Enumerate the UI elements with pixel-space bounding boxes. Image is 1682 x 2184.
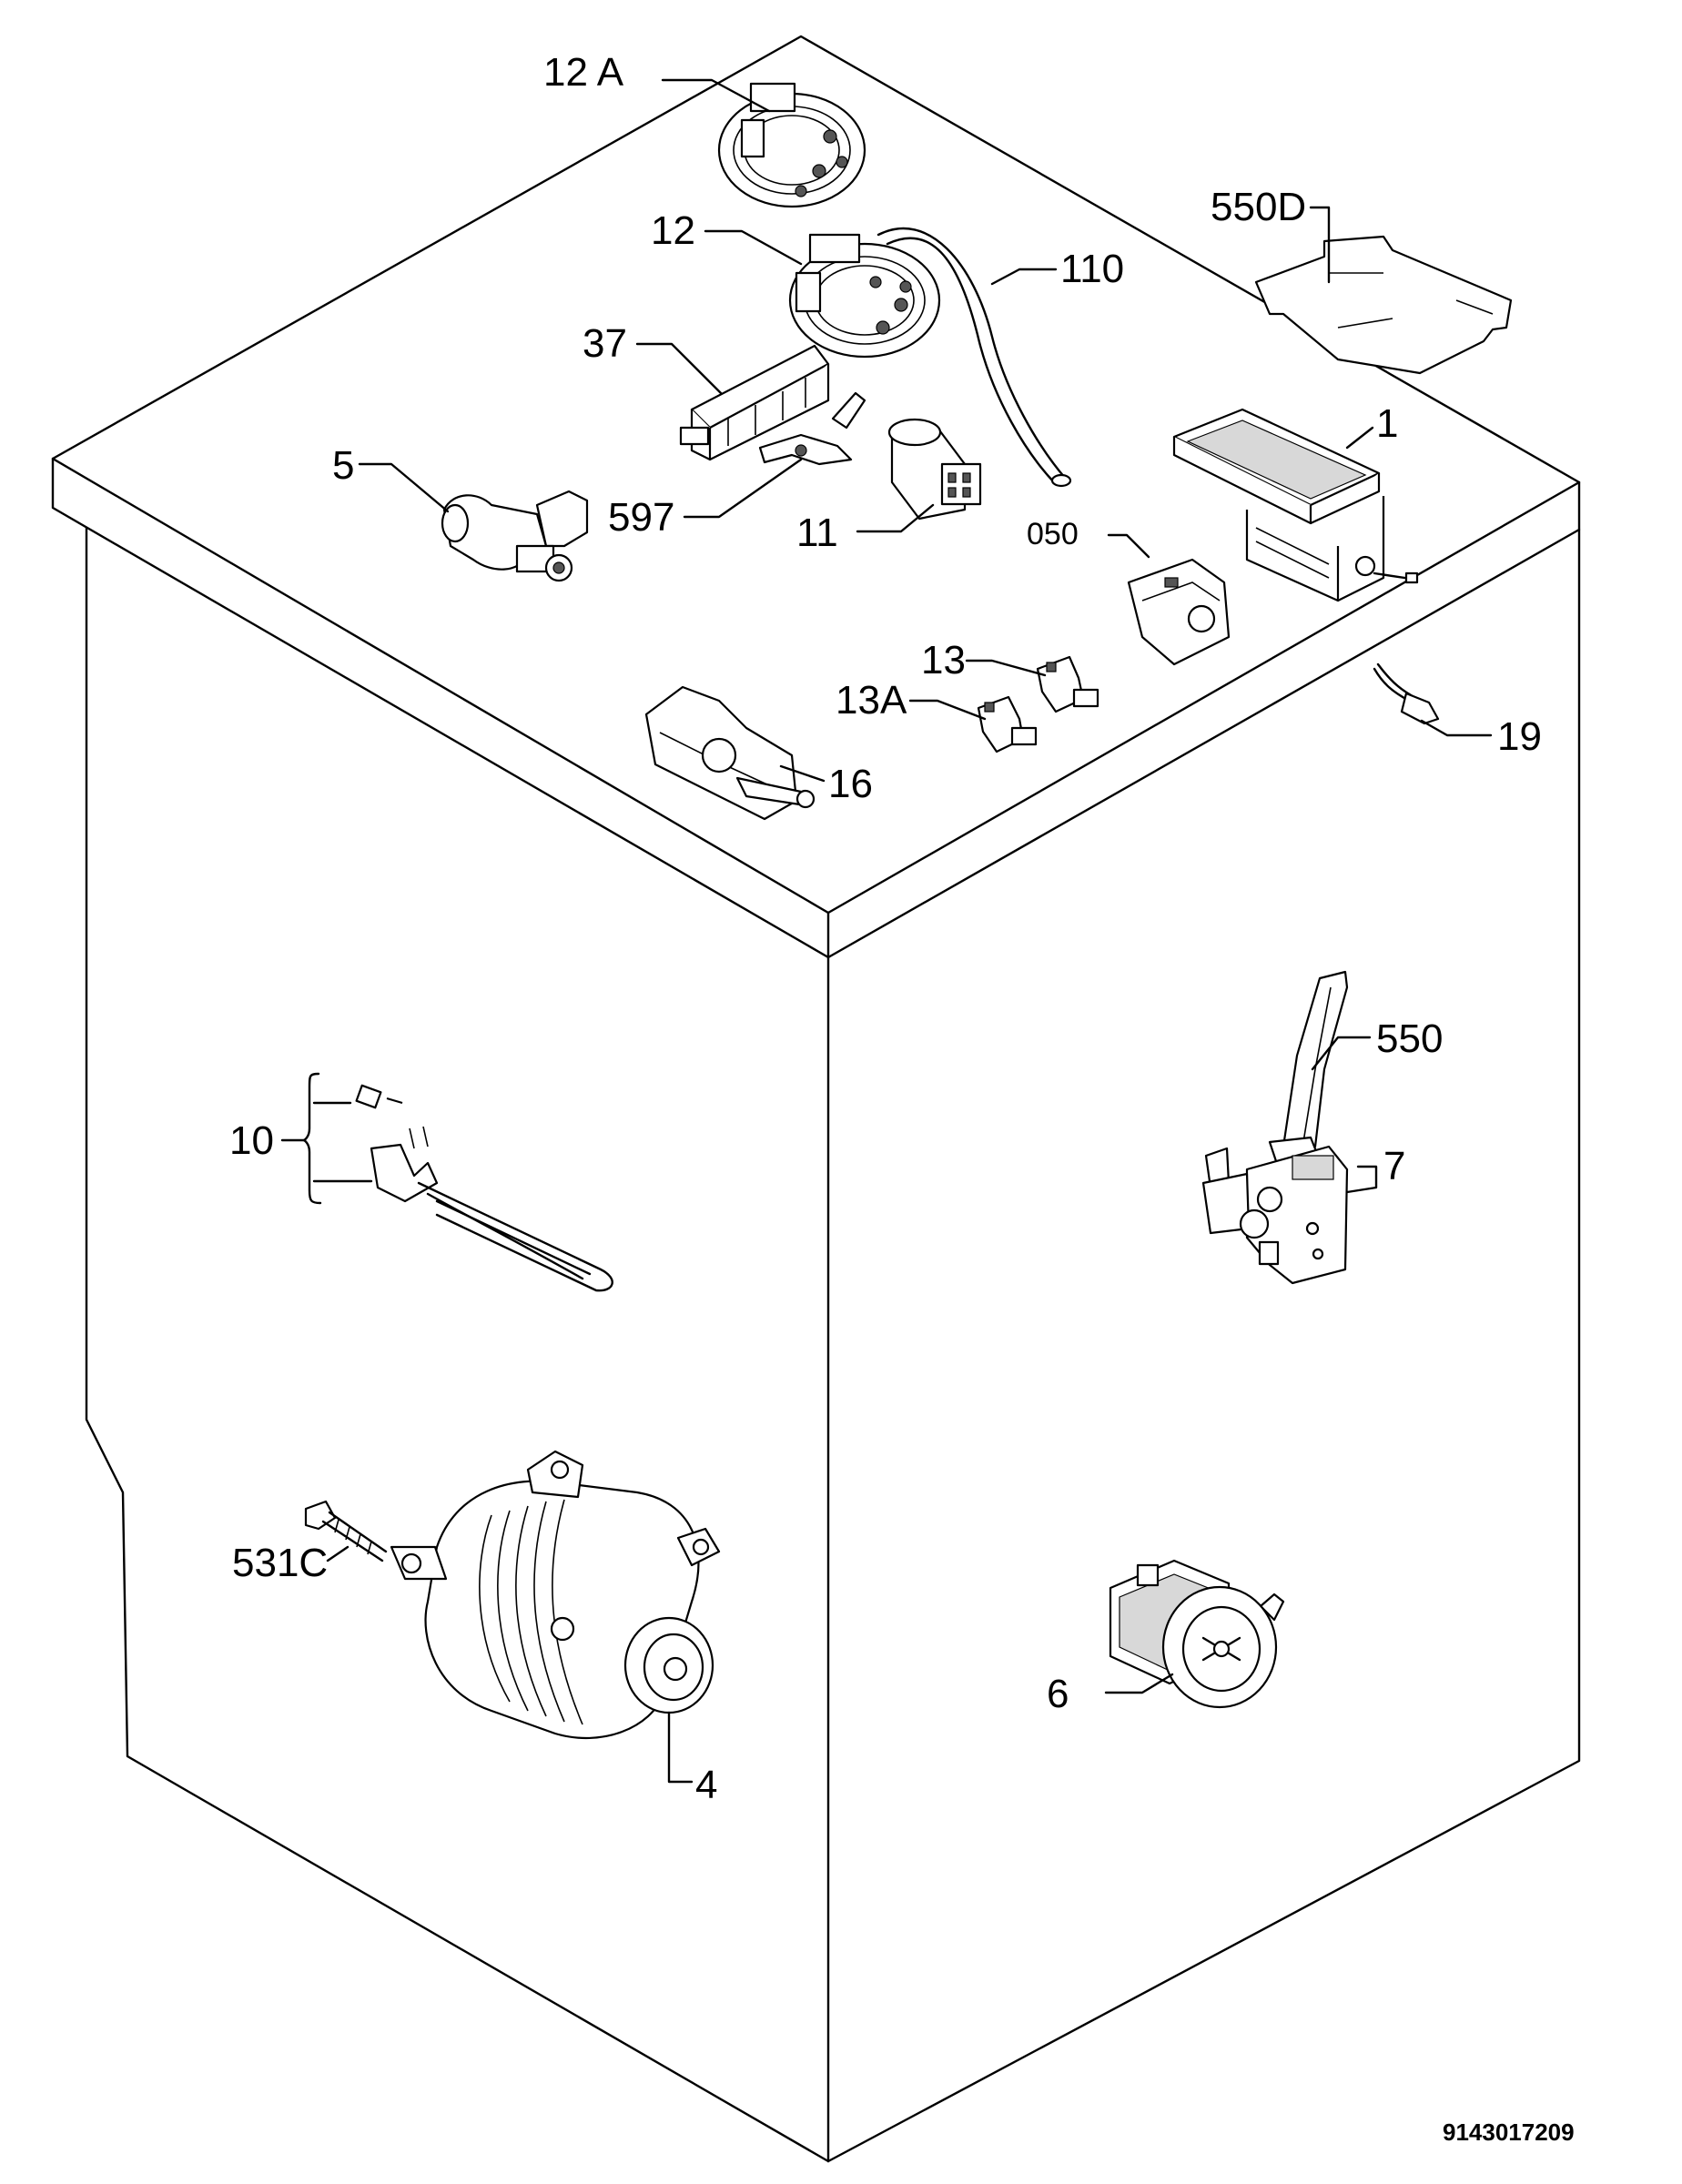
part-531c-screw	[304, 1500, 388, 1562]
label-16: 16	[828, 762, 873, 806]
label-10: 10	[229, 1118, 274, 1163]
label-13: 13	[921, 638, 966, 682]
label-12: 12	[651, 208, 695, 253]
part-13-connector	[1036, 655, 1099, 713]
part-597-clip	[758, 391, 866, 466]
label-6: 6	[1047, 1672, 1069, 1716]
label-5: 5	[332, 443, 354, 488]
part-37-terminal-block	[679, 344, 830, 461]
document-number: 9143017209	[1443, 2118, 1575, 2146]
part-1-electronic-module	[1172, 408, 1419, 602]
part-16-door-lock	[644, 685, 816, 821]
part-12a-pressure-switch	[717, 82, 866, 208]
part-550-door-handle	[1268, 970, 1349, 1171]
part-11-capacitor	[887, 418, 982, 521]
cabinet-outline	[51, 35, 1581, 2163]
part-4-motor	[390, 1450, 721, 1740]
label-37: 37	[583, 321, 627, 366]
part-7-door-switch	[1201, 1145, 1349, 1285]
label-550: 550	[1376, 1016, 1443, 1061]
label-12a: 12 A	[543, 50, 624, 95]
part-6-drain-pump	[1109, 1559, 1285, 1709]
leader-lines	[280, 78, 1493, 1784]
label-11: 11	[796, 511, 838, 555]
part-050-module	[1127, 558, 1231, 666]
part-12-pressure-switch	[788, 233, 941, 359]
label-550d: 550D	[1211, 185, 1306, 229]
part-5-valve	[441, 490, 589, 582]
part-13a-connector	[977, 695, 1038, 753]
part-10-heating-element	[355, 1084, 613, 1292]
part-19-sensor	[1373, 662, 1440, 725]
part-labels: 12 A 12 110 550D 37 5 597 11 1 050 13 13…	[229, 50, 1575, 2146]
label-597: 597	[608, 495, 674, 540]
label-13a: 13A	[836, 678, 907, 723]
label-7: 7	[1383, 1144, 1405, 1188]
part-550d-cover-plate	[1254, 235, 1513, 375]
label-110: 110	[1060, 247, 1124, 291]
label-1: 1	[1376, 401, 1398, 446]
part-110-hose	[876, 228, 1072, 488]
label-4: 4	[695, 1763, 717, 1807]
label-19: 19	[1497, 714, 1542, 759]
label-050: 050	[1027, 517, 1079, 551]
label-531c: 531C	[232, 1541, 328, 1585]
